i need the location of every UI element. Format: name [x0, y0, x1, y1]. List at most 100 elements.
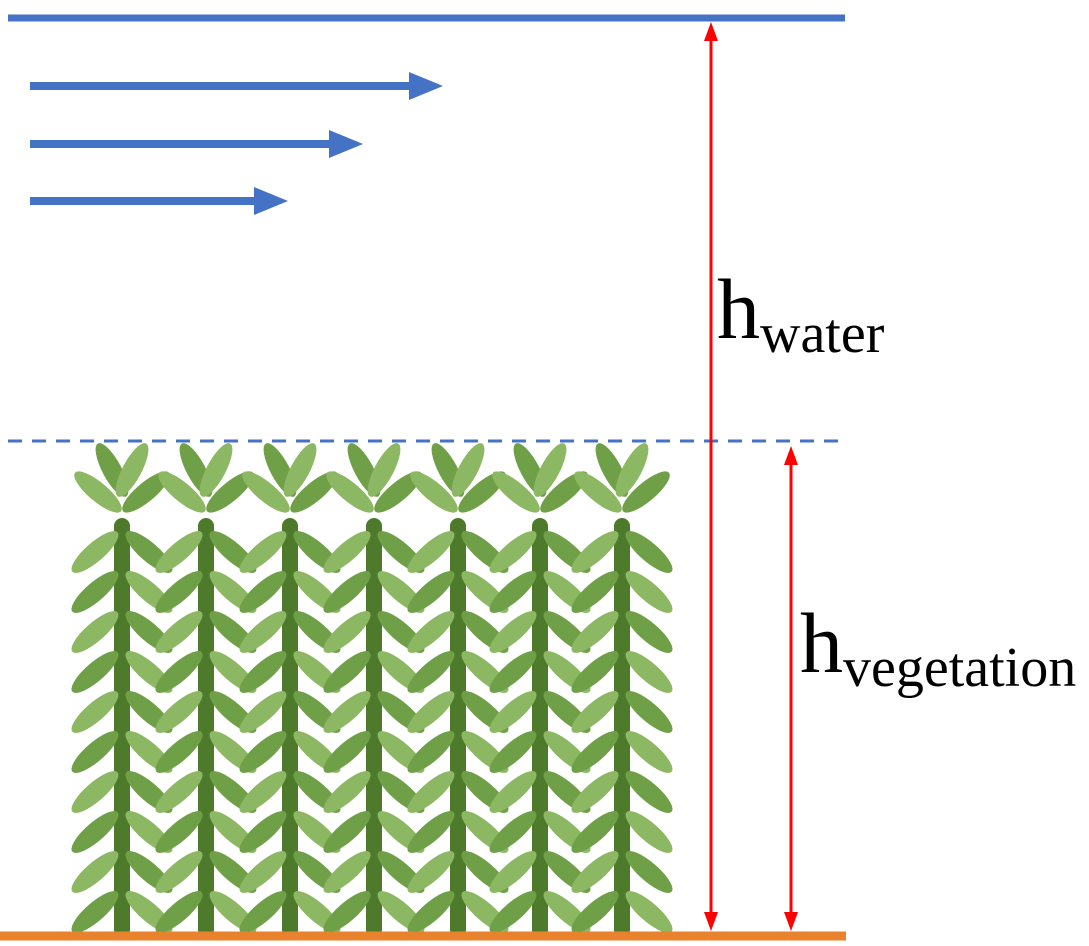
leaf: [155, 851, 203, 893]
leaf: [571, 851, 619, 893]
leaf: [407, 771, 455, 813]
leaf: [407, 651, 455, 693]
h-water-base: h: [717, 261, 760, 357]
stem: [198, 518, 214, 938]
leaf: [407, 691, 455, 733]
leaf: [239, 611, 287, 653]
leaf: [571, 811, 619, 853]
leaf: [323, 611, 371, 653]
leaf: [571, 691, 619, 733]
leaf: [155, 691, 203, 733]
leaf: [71, 531, 119, 573]
leaf: [239, 691, 287, 733]
h-vegetation-label: hvegetation: [800, 600, 1076, 696]
leaf: [489, 691, 537, 733]
leaf: [71, 731, 119, 773]
leaf: [571, 891, 619, 933]
leaf: [155, 811, 203, 853]
leaf: [199, 443, 233, 497]
leaf: [407, 811, 455, 853]
leaf: [206, 471, 254, 513]
leaf: [323, 811, 371, 853]
leaf: [407, 891, 455, 933]
leaf: [71, 571, 119, 613]
leaf: [323, 691, 371, 733]
leaf: [323, 851, 371, 893]
flow-arrowhead: [329, 130, 363, 158]
leaf: [155, 571, 203, 613]
leaf: [115, 443, 149, 497]
leaf: [571, 571, 619, 613]
leaf: [458, 471, 506, 513]
plant-stalk-5: [407, 443, 509, 938]
leaf: [155, 891, 203, 933]
leaf: [239, 891, 287, 933]
dimension-arrowhead-bottom: [784, 912, 798, 931]
stem: [532, 518, 548, 938]
leaf: [492, 471, 540, 513]
flow-velocity-arrows: [30, 72, 443, 215]
h-vegetation-dimension-arrow: [784, 446, 798, 931]
leaf: [242, 471, 290, 513]
leaf: [489, 851, 537, 893]
leaf: [489, 771, 537, 813]
leaf: [625, 851, 673, 893]
leaf: [489, 611, 537, 653]
leaf: [489, 531, 537, 573]
leaf: [410, 471, 458, 513]
leaf: [239, 731, 287, 773]
leaf: [158, 471, 206, 513]
leaf: [407, 571, 455, 613]
leaf: [625, 891, 673, 933]
flow-arrow-3: [30, 187, 288, 215]
leaf: [323, 571, 371, 613]
leaf: [625, 651, 673, 693]
leaf: [571, 731, 619, 773]
leaf: [71, 811, 119, 853]
plant-stalk-2: [155, 443, 257, 938]
stem: [614, 518, 630, 938]
h-vegetation-subscript: vegetation: [843, 637, 1077, 699]
plant-stalk-7: [571, 443, 673, 938]
leaf: [533, 443, 567, 497]
leaf: [122, 471, 170, 513]
leaf: [71, 651, 119, 693]
leaf: [571, 771, 619, 813]
leaf: [323, 891, 371, 933]
leaf: [615, 443, 649, 497]
leaf: [323, 731, 371, 773]
leaf: [407, 611, 455, 653]
leaf: [323, 771, 371, 813]
leaf: [451, 443, 485, 497]
leaf: [489, 571, 537, 613]
leaf: [625, 571, 673, 613]
leaf: [625, 811, 673, 853]
stem: [450, 518, 466, 938]
leaf: [625, 691, 673, 733]
dimension-arrowhead-top: [704, 22, 718, 41]
leaf: [71, 891, 119, 933]
leaf: [571, 531, 619, 573]
vegetation-canopy: [71, 443, 673, 938]
leaf: [540, 471, 588, 513]
dimension-arrowhead-top: [784, 446, 798, 465]
leaf: [625, 611, 673, 653]
leaf: [239, 851, 287, 893]
leaf: [323, 651, 371, 693]
flow-arrow-1: [30, 72, 443, 100]
leaf: [239, 651, 287, 693]
leaf: [323, 531, 371, 573]
leaf: [625, 531, 673, 573]
flow-arrow-2: [30, 130, 363, 158]
leaf: [622, 471, 670, 513]
leaf: [239, 571, 287, 613]
leaf: [290, 471, 338, 513]
leaf: [71, 691, 119, 733]
leaf: [155, 731, 203, 773]
leaf: [625, 731, 673, 773]
leaf: [71, 771, 119, 813]
leaf: [71, 851, 119, 893]
leaf: [367, 443, 401, 497]
